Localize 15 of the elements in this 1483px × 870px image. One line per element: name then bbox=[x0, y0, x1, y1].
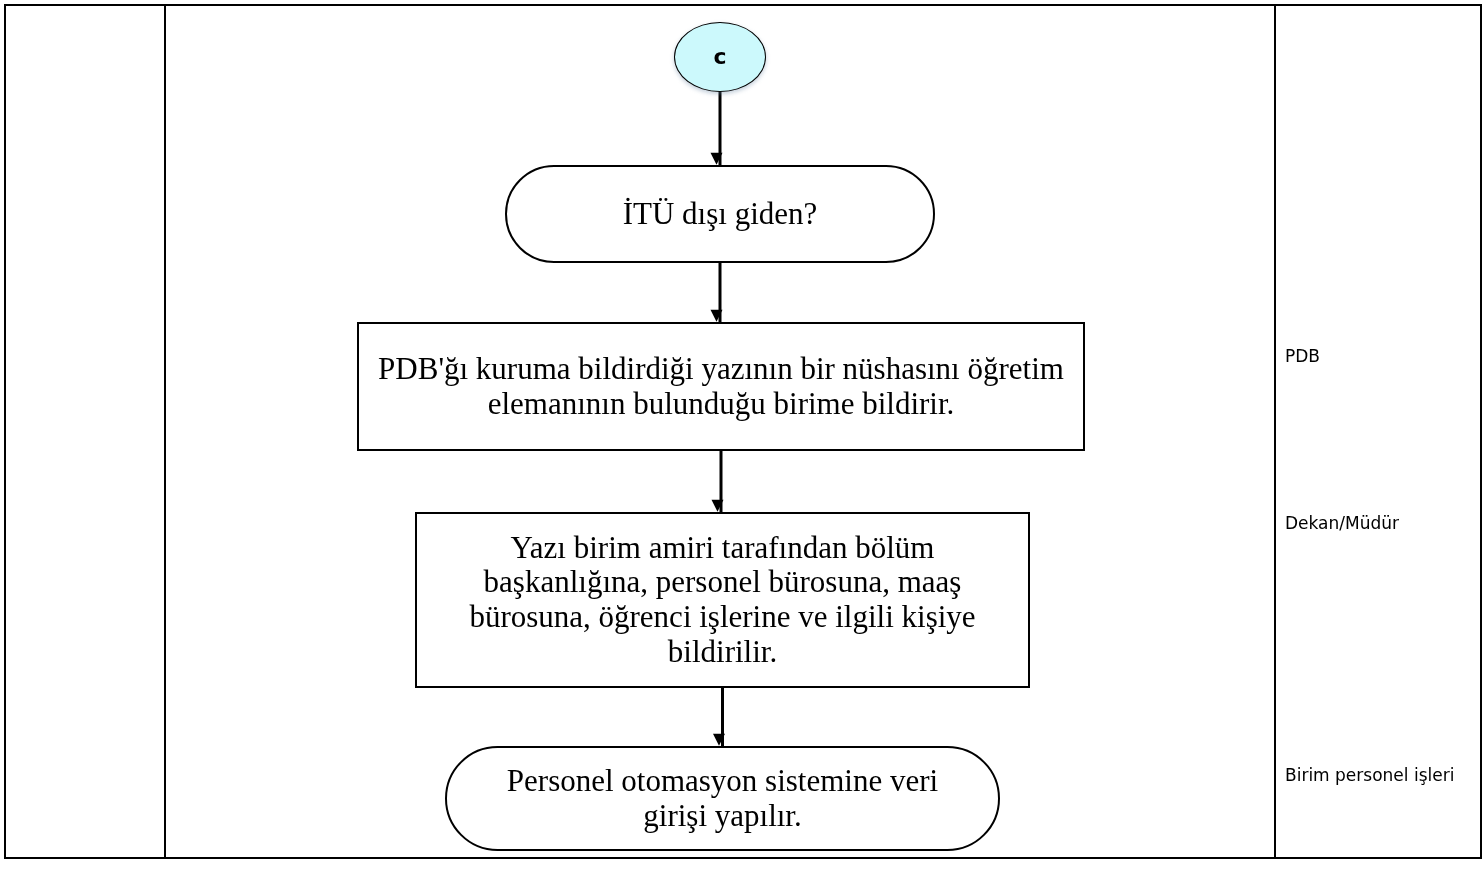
connector-circle bbox=[674, 22, 766, 92]
process-box bbox=[357, 322, 1085, 451]
role-label: PDB bbox=[1285, 345, 1321, 368]
node-text: Yazı birim amiri tarafından bölüm başkanlığına, personel bürosuna, maaş bürosuna, öğrenci işlerine ve ilgili kişiye bildirilir. bbox=[468, 530, 977, 670]
node-text: İTÜ dışı giden? bbox=[621, 196, 819, 232]
node-text: Personel otomasyon sistemine veri girişi yapılır. bbox=[505, 763, 940, 834]
arrow bbox=[710, 92, 723, 165]
arrow bbox=[713, 688, 725, 746]
role-label: Dekan/Müdür bbox=[1285, 512, 1400, 535]
arrow bbox=[710, 263, 723, 322]
role-label: Birim personel işleri bbox=[1285, 764, 1455, 787]
process-box bbox=[415, 512, 1030, 688]
arrow bbox=[711, 451, 724, 512]
node-text: PDB'ğı kuruma bildirdiği yazının bir nüshasını öğretim elemanının bulunduğu birime bildirir. bbox=[377, 351, 1065, 422]
connector-label: c bbox=[713, 44, 727, 70]
